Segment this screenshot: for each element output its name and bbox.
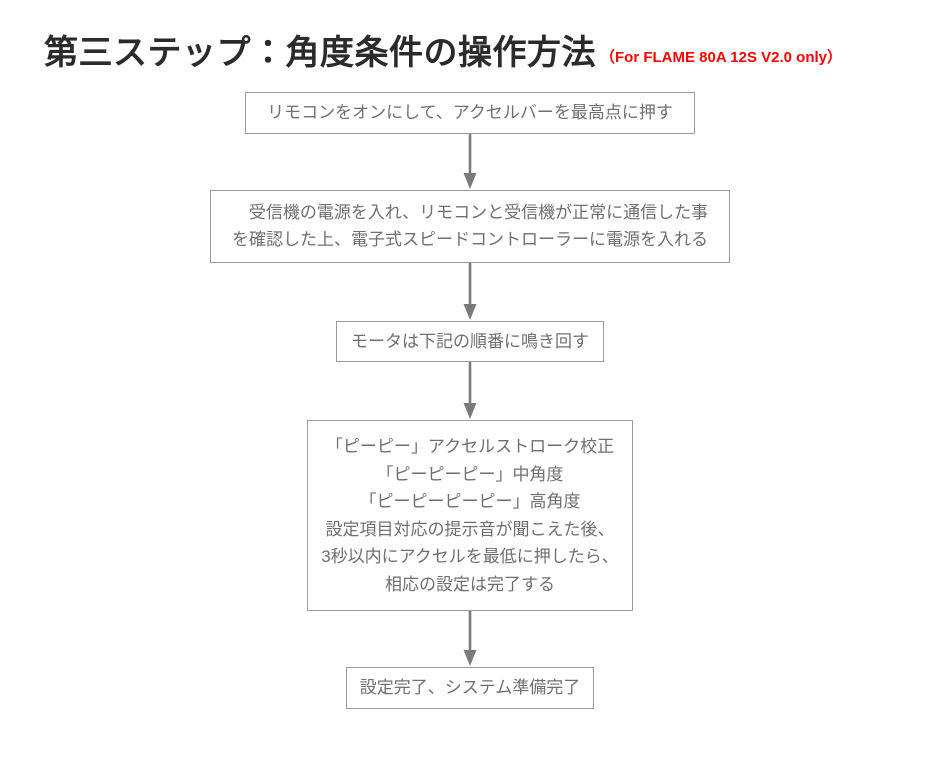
flow-node-step-5: 設定完了、システム準備完了 (346, 667, 594, 709)
flow-node-step-1: リモコンをオンにして、アクセルバーを最高点に押す (245, 92, 695, 134)
arrow-down-icon-2 (459, 262, 481, 321)
page-title-note: （For FLAME 80A 12S V2.0 only） (600, 49, 842, 66)
page-title-main: 第三ステップ：角度条件の操作方法 (44, 34, 596, 72)
arrow-down-icon-1 (459, 133, 481, 190)
flowchart: リモコンをオンにして、アクセルバーを最高点に押す 受信機の電源を入れ、リモコンと… (0, 92, 940, 709)
flow-node-step-4: 「ピーピー」アクセルストローク校正 「ピーピーピー」中角度 「ピーピーピーピー」… (307, 420, 633, 612)
arrow-down-icon-4 (459, 611, 481, 667)
page-title: 第三ステップ：角度条件の操作方法 （For FLAME 80A 12S V2.0… (44, 36, 842, 70)
flow-node-step-2: 受信機の電源を入れ、リモコンと受信機が正常に通信した事 を確認した上、電子式スピ… (210, 189, 730, 263)
arrow-down-icon-3 (459, 362, 481, 420)
flow-node-step-3: モータは下記の順番に鳴き回す (336, 320, 604, 363)
